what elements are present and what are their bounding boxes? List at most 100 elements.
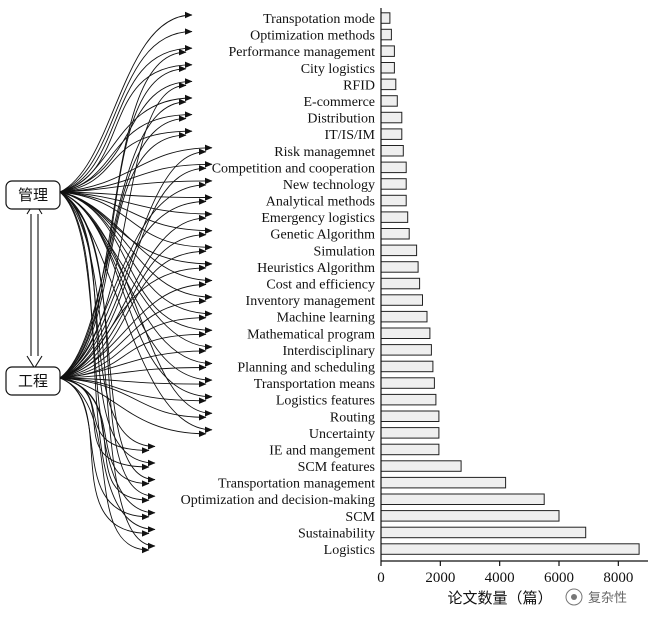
bar	[380, 510, 560, 522]
bar	[380, 543, 640, 555]
category-label: RFID	[343, 78, 375, 93]
bar	[380, 443, 440, 456]
connection-arrow	[59, 191, 213, 218]
connection-arrow	[59, 144, 213, 193]
node-management: 管理	[5, 180, 61, 210]
bar	[380, 111, 403, 124]
bar	[380, 62, 395, 74]
connection-arrow	[59, 191, 156, 516]
bars	[380, 12, 640, 555]
connection-arrow	[59, 191, 213, 251]
node-management-label: 管理	[18, 186, 48, 204]
connection-arrow	[59, 281, 207, 379]
x-tick-label: 0	[377, 570, 385, 586]
bar	[380, 78, 397, 91]
bar	[380, 211, 409, 223]
bar	[380, 310, 428, 323]
connection-arrow	[59, 191, 213, 234]
category-label: Competition and cooperation	[212, 161, 375, 176]
connection-arrow	[59, 191, 213, 301]
connection-arrow	[59, 191, 213, 334]
connection-arrow	[59, 364, 207, 379]
category-label: Genetic Algorithm	[270, 228, 375, 243]
category-label: Mathematical program	[247, 327, 375, 342]
x-tick-label: 6000	[544, 570, 574, 586]
connection-arrow	[59, 297, 207, 379]
bar	[380, 128, 403, 140]
connection-arrow	[59, 191, 213, 433]
connection-arrow	[59, 191, 213, 201]
category-label: Logistics	[324, 543, 375, 558]
watermark: 复杂性	[565, 588, 627, 606]
category-label: Optimization and decision-making	[181, 493, 375, 508]
category-label: Planning and scheduling	[237, 361, 375, 376]
node-engineering: 工程	[5, 366, 61, 396]
category-label: IT/IS/IM	[324, 128, 375, 143]
bar	[380, 161, 407, 174]
bar	[380, 493, 545, 505]
connection-arrow	[59, 377, 150, 504]
bar	[380, 460, 462, 472]
category-label: IE and mangement	[269, 443, 375, 458]
connection-arrow	[59, 11, 193, 193]
watermark-text: 复杂性	[588, 591, 627, 606]
watermark-logo-dot-icon	[571, 594, 577, 600]
bar	[380, 393, 437, 406]
connection-arrow	[59, 115, 187, 379]
connection-arrow	[59, 165, 207, 379]
bar	[380, 244, 418, 257]
x-tick-label: 8000	[603, 570, 633, 586]
connection-arrow	[59, 377, 150, 554]
category-label: SCM	[345, 510, 375, 525]
category-label: New technology	[283, 178, 375, 193]
category-label: Analytical methods	[266, 195, 375, 210]
category-label: Distribution	[307, 112, 375, 127]
connection-arrow	[59, 377, 150, 537]
connection-arrow	[59, 347, 207, 379]
connection-arrow	[59, 198, 207, 379]
category-label: Heuristics Algorithm	[257, 261, 375, 276]
connection-arrow	[59, 191, 213, 284]
connection-arrow	[59, 28, 193, 193]
category-label: Machine learning	[277, 311, 375, 326]
connection-arrow	[59, 132, 187, 379]
bar	[380, 360, 434, 373]
x-axis-title: 论文数量（篇）	[447, 589, 552, 607]
bar	[380, 476, 507, 489]
connection-arrow	[59, 377, 207, 437]
category-label: Performance management	[228, 45, 375, 60]
connection-arrow	[59, 191, 156, 483]
x-tick-label: 4000	[485, 570, 515, 586]
bar	[380, 277, 421, 290]
connection-arrow	[59, 148, 207, 379]
connection-arrow	[59, 78, 193, 193]
category-label: Inventory management	[246, 294, 376, 309]
connection-arrow	[59, 191, 156, 467]
connection-arrow	[59, 191, 213, 417]
bar	[380, 95, 398, 107]
connection-arrow	[59, 111, 193, 193]
category-label: E-commerce	[303, 95, 375, 110]
category-label: Risk managemnet	[274, 145, 375, 160]
connection-arrow	[59, 264, 207, 379]
connection-arrow	[59, 94, 193, 193]
connection-arrow	[59, 128, 193, 193]
bar	[380, 45, 395, 57]
connection-arrow	[59, 98, 187, 379]
category-label: Transpotation mode	[263, 12, 375, 27]
category-label: Sustainability	[298, 526, 375, 541]
connection-arrow	[59, 377, 150, 520]
node-engineering-label: 工程	[18, 372, 48, 390]
category-label: City logistics	[301, 62, 375, 77]
connection-arrow	[59, 45, 193, 193]
category-label: Emergency logistics	[261, 211, 375, 226]
bidirectional-arrow	[26, 200, 43, 370]
category-label: Logistics features	[276, 394, 375, 409]
connection-arrow	[59, 377, 207, 388]
bar	[380, 377, 435, 389]
category-label: Routing	[330, 410, 375, 425]
